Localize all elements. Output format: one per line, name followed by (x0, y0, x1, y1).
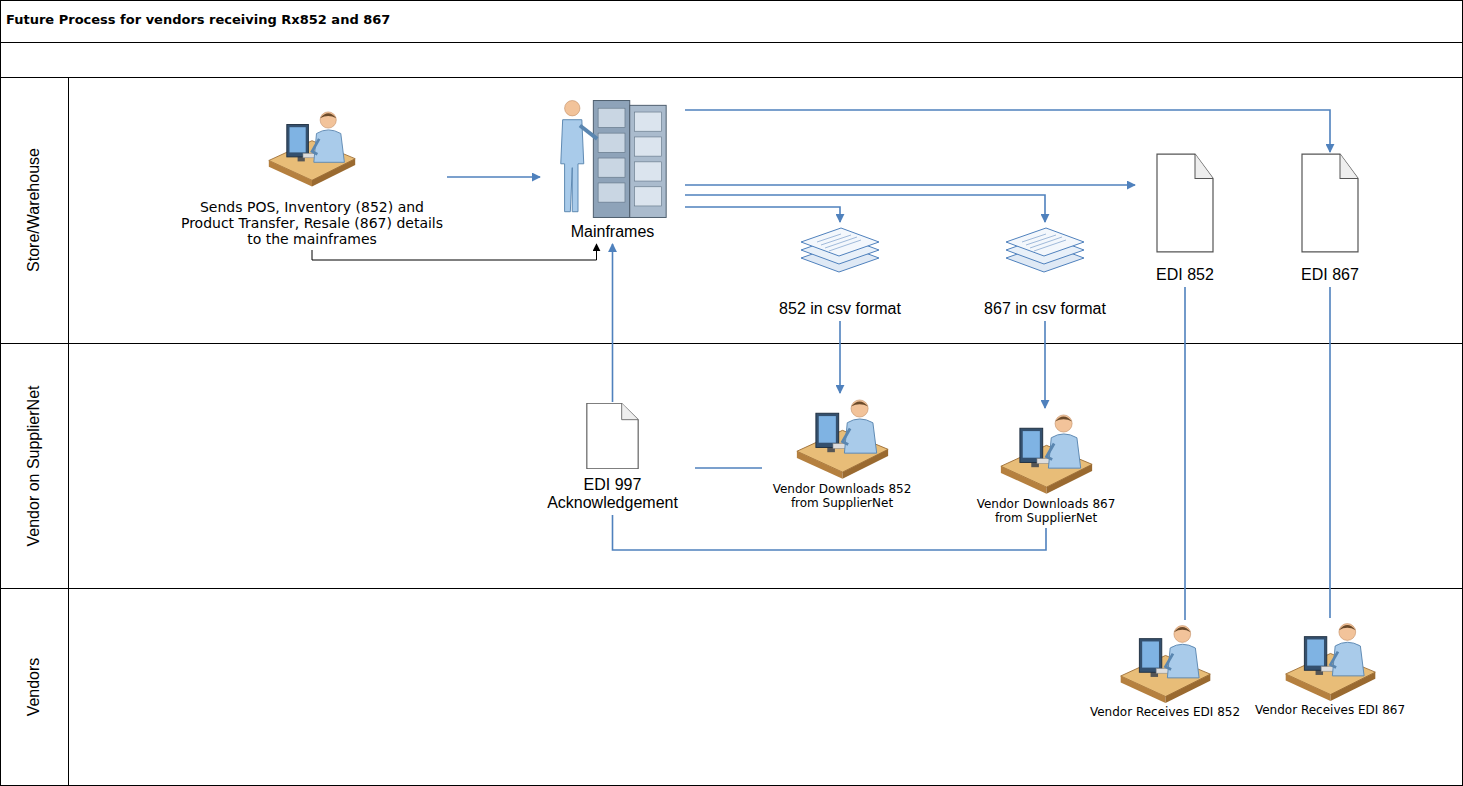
node-label: EDI 867 (1301, 266, 1359, 284)
lane-rule (0, 77, 1463, 78)
swimlane: Vendor on SupplierNetEDI 997 Acknowledge… (0, 343, 1463, 588)
person-shape (1000, 415, 1091, 494)
flow-connector (447, 176, 540, 178)
doc-icon (1300, 152, 1360, 254)
lane-rule (0, 343, 1463, 344)
actor-node: Vendor Receives EDI 867 (1250, 618, 1410, 720)
document-node: EDI 867 (1280, 152, 1380, 287)
server-icon (555, 95, 670, 223)
mainframe-node: Mainframes (540, 95, 685, 244)
node-label: 852 in csv format (779, 300, 901, 318)
actor-node: Vendor Downloads 852 from SupplierNet (762, 393, 922, 513)
actor-node: Sends POS, Inventory (852) and Product T… (177, 97, 447, 250)
node-content: EDI 997 Acknowledgement (530, 402, 695, 513)
flow-connector (685, 207, 840, 222)
node-content: Vendor Downloads 867 from SupplierNet (966, 408, 1126, 526)
csv-file-node: 867 in csv format (960, 222, 1130, 321)
lane-label: Vendors (25, 658, 43, 717)
person-icon (1118, 620, 1213, 704)
lane-rule (0, 588, 1463, 589)
doc-icon (1155, 152, 1215, 254)
doc-shape (1157, 154, 1213, 252)
node-content: Vendor Receives EDI 852 (1085, 620, 1245, 720)
person-icon (999, 408, 1094, 496)
node-label: Vendor Receives EDI 867 (1255, 704, 1405, 718)
stack-shape (801, 228, 879, 272)
node-content: 852 in csv format (755, 222, 925, 318)
swimlane: VendorsVendor Receives EDI 852 Vendor Rec… (0, 588, 1463, 786)
doc-icon (585, 402, 640, 470)
lane-label: Store/Warehouse (25, 148, 43, 272)
node-content: EDI 852 (1135, 152, 1235, 284)
flow-connector (685, 195, 1045, 222)
flow-connector (685, 110, 1330, 152)
node-label: Mainframes (571, 223, 655, 241)
person-shape (1285, 624, 1375, 701)
lane-label: Vendor on SupplierNet (25, 385, 43, 546)
lane-header-rule (68, 77, 69, 786)
stack-shape (1006, 228, 1084, 272)
flow-connector (1329, 287, 1331, 618)
document-node: EDI 852 (1135, 152, 1235, 287)
node-content: 867 in csv format (960, 222, 1130, 318)
flow-connector (612, 244, 614, 402)
node-label: Vendor Downloads 867 from SupplierNet (966, 498, 1126, 526)
csv-file-node: 852 in csv format (755, 222, 925, 321)
node-content: Vendor Downloads 852 from SupplierNet (762, 393, 922, 511)
flow-connector (695, 467, 762, 469)
person-icon (1283, 618, 1378, 702)
flow-connector (839, 321, 841, 393)
stack-icon (1002, 222, 1088, 284)
node-label: EDI 997 Acknowledgement (530, 476, 695, 513)
node-label: EDI 852 (1156, 266, 1214, 284)
node-label: Sends POS, Inventory (852) and Product T… (177, 199, 447, 247)
flow-connector (1184, 287, 1186, 620)
server-shape (561, 101, 666, 218)
node-content: Mainframes (540, 95, 685, 241)
document-node: EDI 997 Acknowledgement (530, 402, 695, 515)
actor-node: Vendor Downloads 867 from SupplierNet (966, 408, 1126, 528)
person-shape (1120, 626, 1210, 703)
node-label: 867 in csv format (984, 300, 1106, 318)
swimlane: Store/Warehouse Sends POS, Inventory (852… (0, 77, 1463, 343)
node-content: EDI 867 (1280, 152, 1380, 284)
flow-connector (685, 184, 1135, 186)
node-label: Vendor Receives EDI 852 (1090, 706, 1240, 720)
title-rule (0, 42, 1463, 43)
node-content: Vendor Receives EDI 867 (1250, 618, 1410, 718)
node-content: Sends POS, Inventory (852) and Product T… (177, 97, 447, 247)
flow-connector (1044, 321, 1046, 408)
stack-icon (797, 222, 883, 284)
node-label: Vendor Downloads 852 from SupplierNet (762, 483, 922, 511)
actor-node: Vendor Receives EDI 852 (1085, 620, 1245, 722)
doc-shape (587, 403, 638, 468)
doc-shape (1302, 154, 1358, 252)
person-icon (795, 393, 890, 481)
diagram-title: Future Process for vendors receiving Rx8… (6, 12, 390, 27)
person-shape (796, 400, 887, 479)
person-shape (269, 112, 355, 187)
person-icon (267, 97, 357, 197)
flow-connector (613, 515, 1047, 550)
